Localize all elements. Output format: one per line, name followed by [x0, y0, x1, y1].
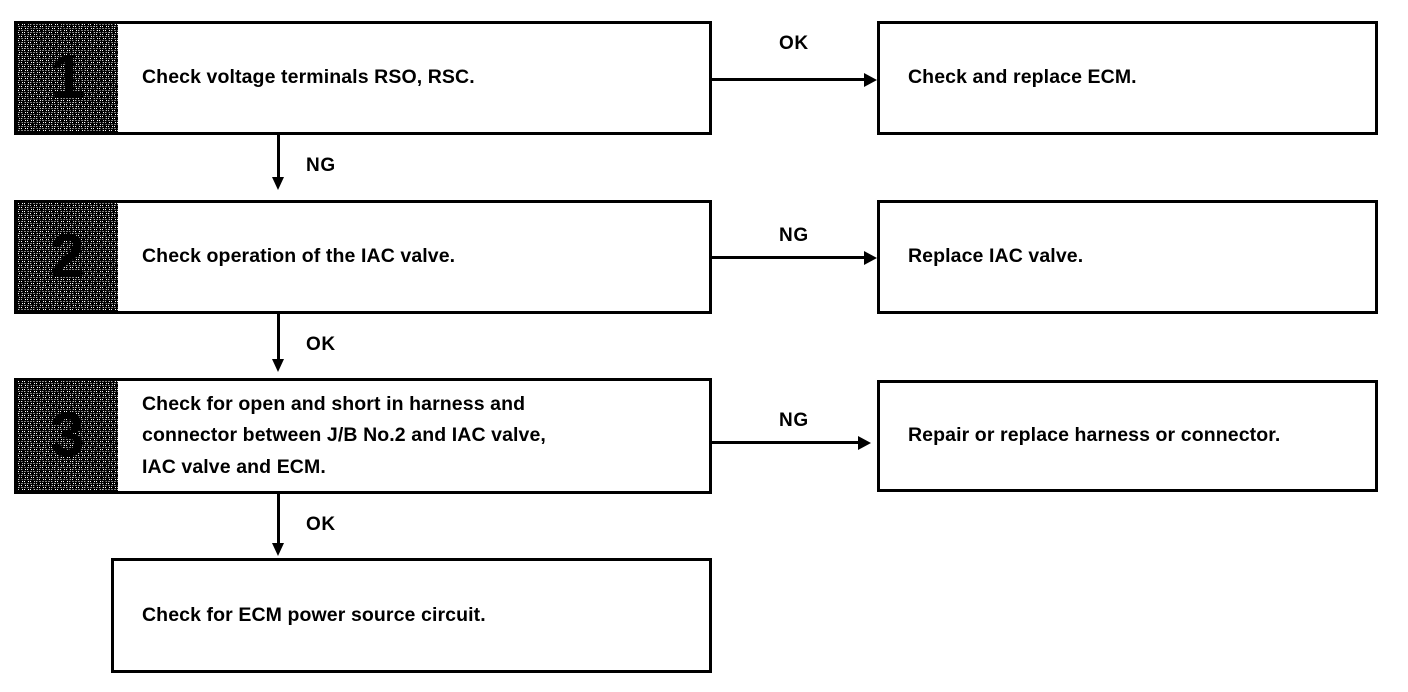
- result-text-container-3: Repair or replace harness or connector.: [880, 383, 1375, 489]
- step-label-1: Check voltage terminals RSO, RSC.: [142, 66, 475, 89]
- arrowhead-step1-to-result1: [864, 73, 877, 87]
- final-step-text-container: Check for ECM power source circuit.: [114, 561, 709, 670]
- result-label-1: Check and replace ECM.: [908, 66, 1137, 89]
- result-label-2: Replace IAC valve.: [908, 245, 1084, 268]
- step-text-container-1: Check voltage terminals RSO, RSC.: [118, 24, 709, 132]
- step-number-badge-1: 1: [17, 24, 118, 132]
- arrowhead-step1-to-step2: [272, 177, 284, 190]
- step-number-1: 1: [50, 43, 85, 112]
- edge-label-step3-ng: NG: [779, 410, 809, 431]
- result-text-container-1: Check and replace ECM.: [880, 24, 1375, 132]
- result-box-1[interactable]: Check and replace ECM.: [877, 21, 1378, 135]
- step-number-badge-3: 3: [17, 381, 118, 491]
- result-box-3[interactable]: Repair or replace harness or connector.: [877, 380, 1378, 492]
- connector-step3-to-result3: [712, 441, 864, 444]
- edge-label-step1-ok: OK: [779, 33, 809, 54]
- connector-step2-to-step3: [277, 314, 280, 363]
- step-label-3: Check for open and short in harness and …: [142, 392, 546, 478]
- result-text-container-2: Replace IAC valve.: [880, 203, 1375, 311]
- step-number-2: 2: [50, 222, 85, 291]
- connector-step2-to-result2: [712, 256, 871, 259]
- final-step-box[interactable]: Check for ECM power source circuit.: [111, 558, 712, 673]
- step-label-2: Check operation of the IAC valve.: [142, 245, 456, 268]
- step-box-3[interactable]: 3 Check for open and short in harness an…: [14, 378, 712, 494]
- step-box-1[interactable]: 1 Check voltage terminals RSO, RSC.: [14, 21, 712, 135]
- step-text-container-3: Check for open and short in harness and …: [118, 381, 709, 491]
- result-label-3: Repair or replace harness or connector.: [908, 424, 1281, 447]
- connector-step1-to-result1: [712, 78, 871, 81]
- final-step-label: Check for ECM power source circuit.: [142, 603, 486, 626]
- step-number-badge-2: 2: [17, 203, 118, 311]
- arrowhead-step2-to-result2: [864, 251, 877, 265]
- edge-label-step2-ng: NG: [779, 225, 809, 246]
- connector-step1-to-step2: [277, 135, 280, 181]
- edge-label-step3-ok: OK: [306, 514, 336, 535]
- step-number-3: 3: [50, 401, 85, 470]
- step-box-2[interactable]: 2 Check operation of the IAC valve.: [14, 200, 712, 314]
- result-box-2[interactable]: Replace IAC valve.: [877, 200, 1378, 314]
- connector-step3-to-final: [277, 494, 280, 546]
- edge-label-step1-ng: NG: [306, 155, 336, 176]
- edge-label-step2-ok: OK: [306, 334, 336, 355]
- arrowhead-step2-to-step3: [272, 359, 284, 372]
- arrowhead-step3-to-result3: [858, 436, 871, 450]
- step-text-container-2: Check operation of the IAC valve.: [118, 203, 709, 311]
- arrowhead-step3-to-final: [272, 543, 284, 556]
